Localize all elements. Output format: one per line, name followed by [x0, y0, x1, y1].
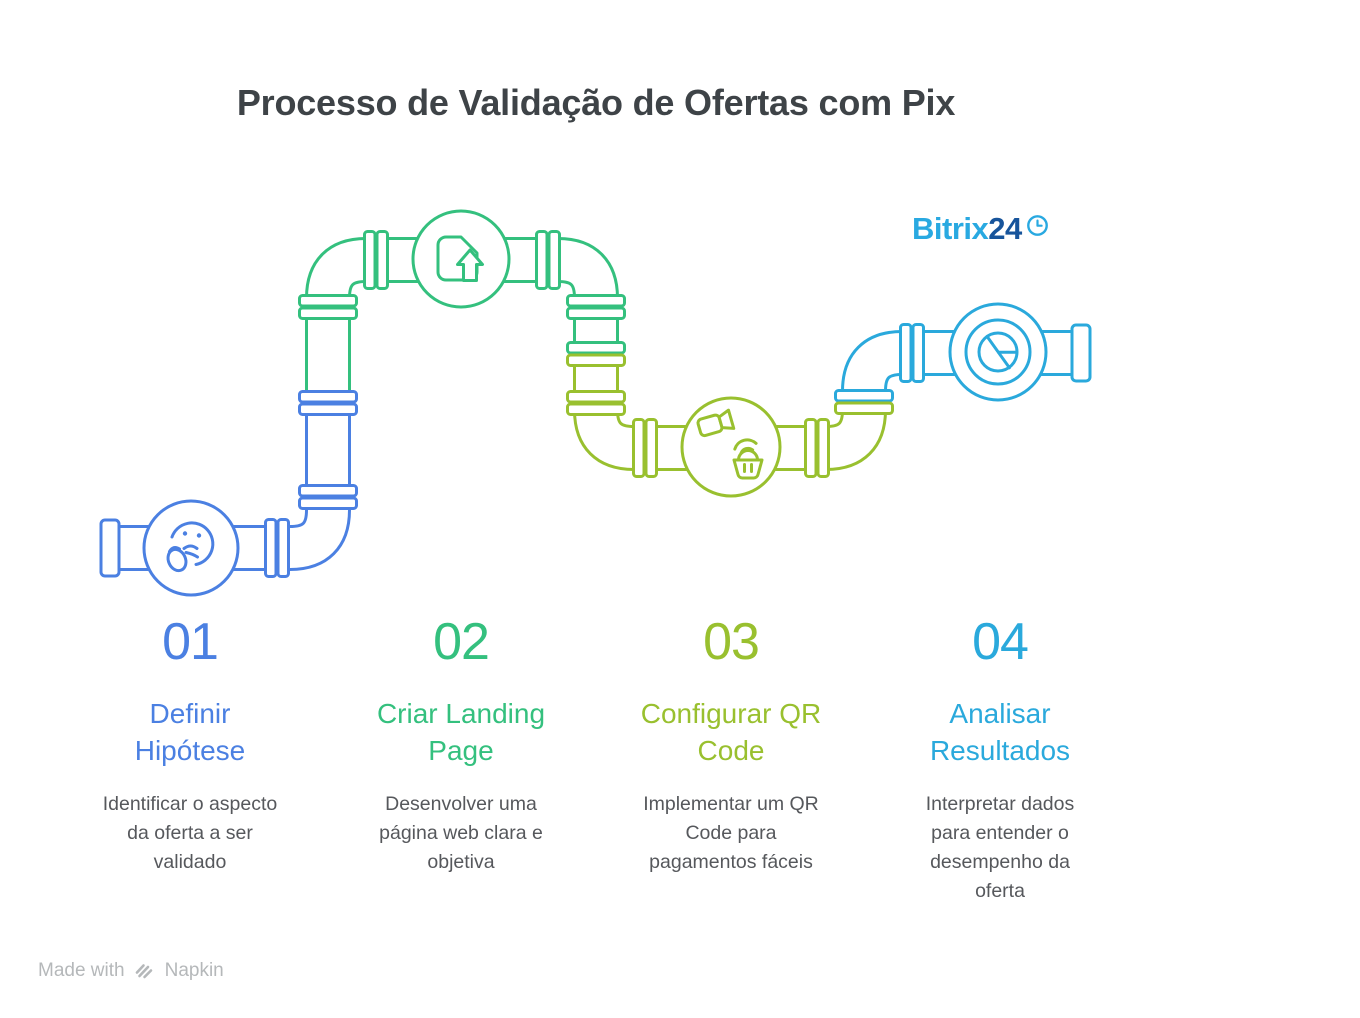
step-column-1: 01 Definir Hipótese Identificar o aspect…	[65, 613, 315, 877]
footer-made-with-label: Made with	[38, 960, 125, 981]
clock-icon	[1026, 215, 1048, 236]
step-number: 02	[433, 613, 490, 671]
pipe-flange-right	[1070, 323, 1092, 383]
step-heading: Configurar QR Code	[640, 698, 822, 766]
footer: Made with Napkin	[38, 960, 224, 982]
pipe-segment-blue	[119, 403, 351, 571]
brand-name-primary: Bitrix	[912, 211, 989, 246]
napkin-logo-icon	[135, 964, 152, 979]
step-heading: Criar Landing Page	[376, 698, 546, 766]
step-description: Implementar um QR Code para pagamentos f…	[643, 793, 819, 873]
step-circle-3	[680, 396, 782, 498]
step-number: 03	[703, 613, 760, 671]
pipe-flange-left	[99, 518, 121, 578]
camera-scan-basket-icon	[696, 408, 764, 480]
step-heading: Analisar Resultados	[929, 698, 1071, 766]
step-column-2: 02 Criar Landing Page Desenvolver uma pá…	[336, 613, 586, 877]
step-circle-1	[142, 499, 240, 597]
pipe-coupling	[264, 230, 925, 578]
step-description: Identificar o aspecto da oferta a ser va…	[102, 793, 278, 873]
footer-brand-label: Napkin	[164, 960, 224, 981]
document-upload-icon	[436, 235, 484, 282]
brand-name-secondary: 24	[988, 211, 1022, 246]
page-title: Processo de Validação de Ofertas com Pix	[236, 82, 956, 123]
pie-chart-valve-icon	[977, 331, 1019, 373]
step-number: 01	[162, 613, 219, 671]
step-description: Desenvolver uma página web clara e objet…	[379, 793, 543, 873]
step-column-4: 04 Analisar Resultados Interpretar dados…	[875, 613, 1125, 906]
step-heading: Definir Hipótese	[134, 698, 246, 766]
step-description: Interpretar dados para entender o desemp…	[925, 793, 1075, 902]
step-number: 04	[972, 613, 1029, 671]
step-column-3: 03 Configurar QR Code Implementar um QR …	[606, 613, 856, 877]
thinking-face-icon	[166, 521, 215, 573]
pipe-coupling	[298, 294, 894, 510]
